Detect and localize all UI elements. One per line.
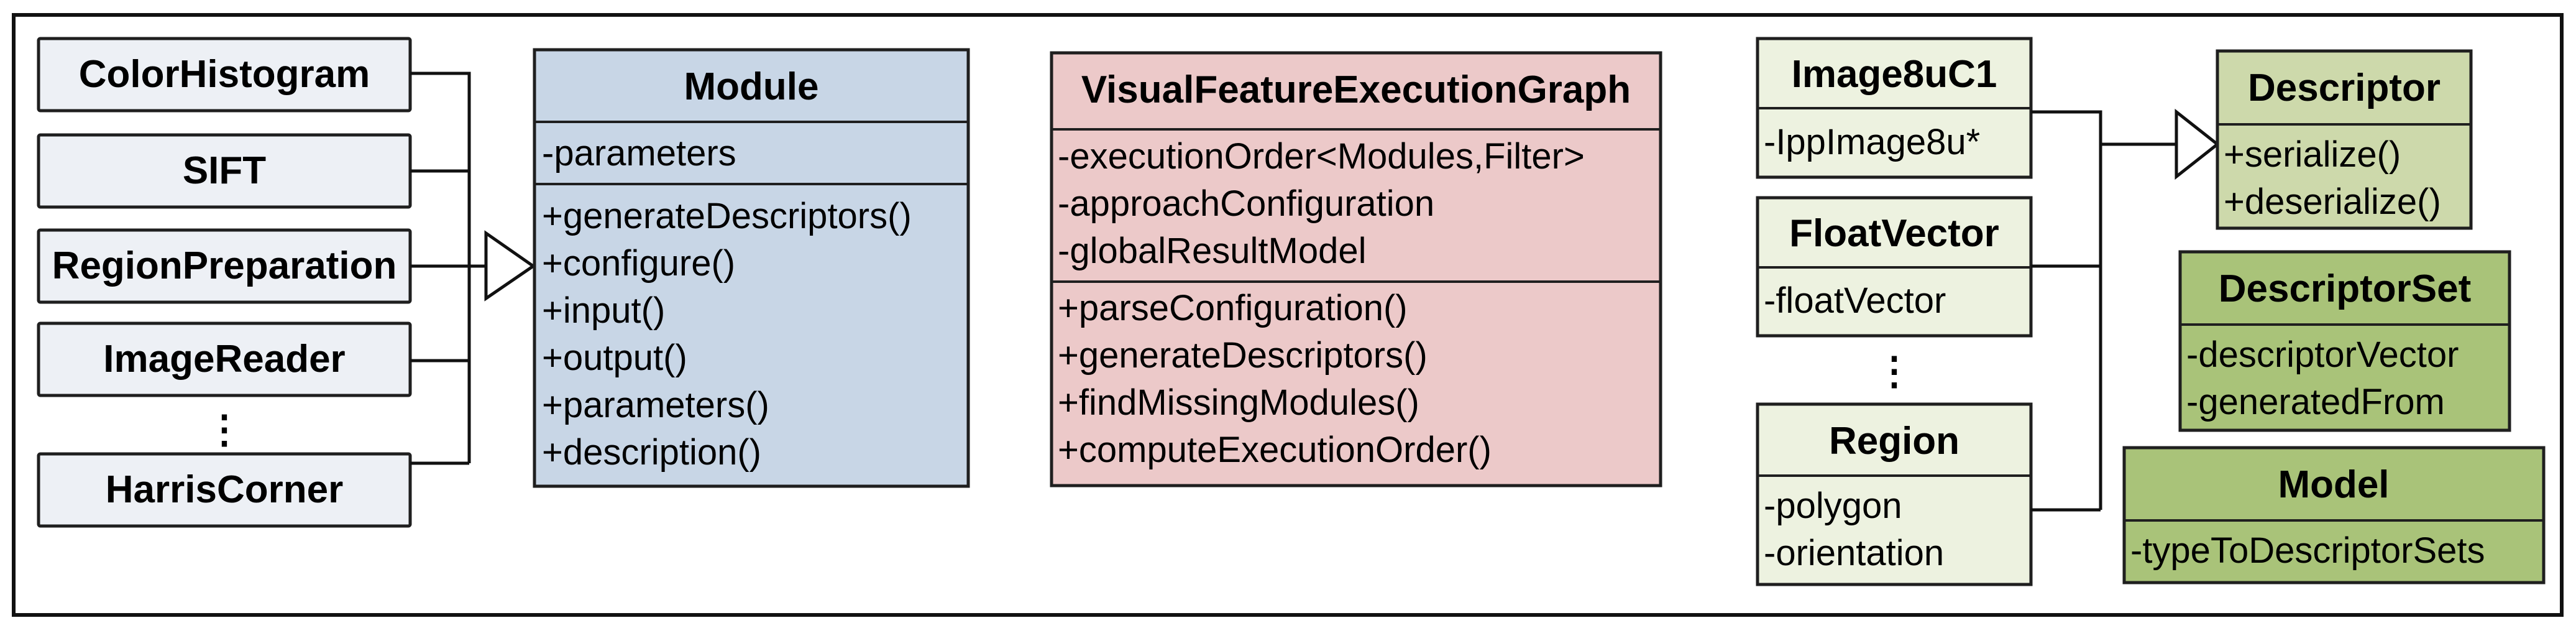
attribute: -generatedFrom <box>2186 382 2445 422</box>
method: +description() <box>542 432 761 473</box>
class-box <box>2216 49 2473 230</box>
attribute: -descriptorVector <box>2186 335 2459 375</box>
class-module: Module -parameters +generateDescriptors(… <box>533 48 970 488</box>
generalization-arrowhead <box>484 230 536 302</box>
inheritance-connector-right <box>2031 108 2221 512</box>
attribute: -floatVector <box>1764 280 1946 321</box>
class-box <box>1050 51 1662 487</box>
class-name: Module <box>684 65 819 108</box>
class-sift: SIFT <box>37 133 412 209</box>
class-box <box>37 452 412 528</box>
class-name: VisualFeatureExecutionGraph <box>1081 68 1631 111</box>
class-name: RegionPreparation <box>52 244 397 287</box>
class-descriptor: Descriptor +serialize() +deserialize() <box>2216 49 2473 230</box>
method: +input() <box>542 290 665 331</box>
class-name: Model <box>2278 463 2389 506</box>
class-box <box>2122 446 2546 584</box>
method: +generateDescriptors() <box>542 196 912 236</box>
class-visual-feature-execution-graph: VisualFeatureExecutionGraph -executionOr… <box>1050 51 1662 487</box>
left-ellipsis: ⋮ <box>205 409 244 451</box>
class-model: Model -typeToDescriptorSets <box>2122 446 2546 584</box>
method: +findMissingModules() <box>1058 382 1419 423</box>
class-name: SIFT <box>183 149 266 192</box>
class-name: DescriptorSet <box>2219 267 2472 310</box>
class-name: ColorHistogram <box>79 53 370 96</box>
generalization-arrowhead <box>2175 108 2221 180</box>
method: +computeExecutionOrder() <box>1058 430 1492 470</box>
class-name: FloatVector <box>1789 212 1999 255</box>
attribute: -IppImage8u* <box>1764 122 1980 162</box>
inheritance-connector-left <box>410 72 536 465</box>
attribute: -approachConfiguration <box>1058 183 1434 224</box>
class-harris-corner: HarrisCorner <box>37 452 412 528</box>
attribute: -parameters <box>542 133 736 173</box>
method: +parameters() <box>542 385 769 425</box>
class-image-reader: ImageReader <box>37 321 412 397</box>
class-name: HarrisCorner <box>106 468 343 511</box>
class-name: Region <box>1829 420 1960 463</box>
class-name: Descriptor <box>2248 67 2441 109</box>
attribute: -polygon <box>1764 486 1902 526</box>
connector-lines <box>410 72 486 465</box>
class-color-histogram: ColorHistogram <box>37 37 412 113</box>
attribute: -orientation <box>1764 533 1944 573</box>
method: +parseConfiguration() <box>1058 288 1408 328</box>
attribute: -executionOrder<Modules,Filter> <box>1058 136 1585 177</box>
class-region: Region -polygon -orientation <box>1756 402 2033 586</box>
connector-lines <box>2031 110 2176 512</box>
class-box <box>2178 250 2511 432</box>
class-name: Image8uC1 <box>1792 53 1997 96</box>
method: +output() <box>542 338 687 378</box>
class-image8uc1: Image8uC1 -IppImage8u* <box>1756 37 2033 179</box>
attribute: -globalResultModel <box>1058 231 1366 271</box>
class-name: ImageReader <box>103 338 345 381</box>
method: +deserialize() <box>2224 182 2441 222</box>
method: +generateDescriptors() <box>1058 335 1428 376</box>
right-ellipsis: ⋮ <box>1875 350 1914 393</box>
class-descriptor-set: DescriptorSet -descriptorVector -generat… <box>2178 250 2511 432</box>
class-box <box>1756 402 2033 586</box>
class-float-vector: FloatVector -floatVector <box>1756 196 2033 338</box>
attribute: -typeToDescriptorSets <box>2130 530 2485 571</box>
method: +serialize() <box>2224 134 2401 175</box>
method: +configure() <box>542 243 735 284</box>
class-region-preparation: RegionPreparation <box>37 228 412 304</box>
